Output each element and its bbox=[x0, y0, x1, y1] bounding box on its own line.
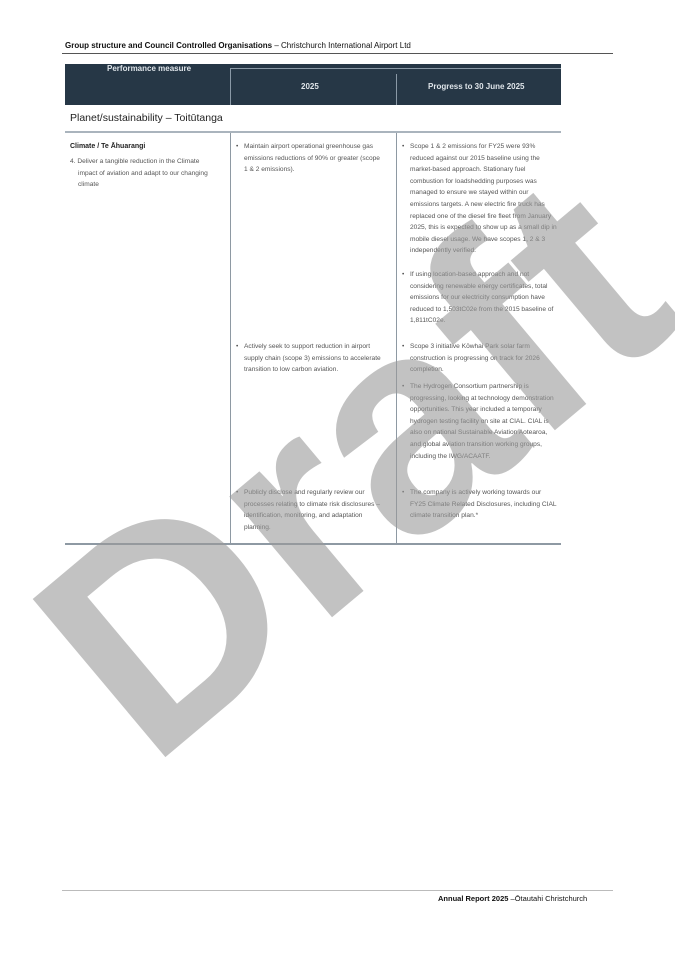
section-rule bbox=[65, 131, 561, 133]
col-header-progress: Progress to 30 June 2025 bbox=[428, 82, 525, 91]
table-header: Performance measure 2025 Progress to 30 … bbox=[65, 64, 561, 105]
header-divider bbox=[230, 68, 231, 105]
section-title: Planet/sustainability – Toitūtanga bbox=[70, 112, 223, 124]
target-item: Publicly disclose and regularly review o… bbox=[236, 487, 384, 533]
column-divider bbox=[396, 133, 397, 543]
target-item: Maintain airport operational greenhouse … bbox=[236, 141, 384, 176]
progress-item: The company is actively working towards … bbox=[402, 487, 558, 522]
col-header-measure: Performance measure bbox=[107, 64, 192, 73]
header-rule bbox=[62, 53, 613, 54]
running-header: Group structure and Council Controlled O… bbox=[65, 41, 411, 50]
header-bold: Group structure and Council Controlled O… bbox=[65, 41, 273, 50]
column-divider bbox=[230, 133, 231, 543]
subsection-title: Climate / Te Āhuarangi bbox=[70, 143, 146, 150]
running-footer: Annual Report 2025 –Ōtautahi Christchurc… bbox=[438, 894, 587, 903]
watermark-text: Draft bbox=[0, 112, 675, 819]
progress-item: The Hydrogen Consortium partnership is p… bbox=[402, 381, 558, 462]
header-rest: – Christchurch International Airport Ltd bbox=[272, 41, 411, 50]
target-item: Actively seek to support reduction in ai… bbox=[236, 341, 384, 376]
progress-item: If using location-based approach and not… bbox=[402, 269, 558, 327]
table-bottom-rule bbox=[65, 543, 561, 545]
header-divider bbox=[396, 74, 397, 105]
progress-item: Scope 1 & 2 emissions for FY25 were 93% … bbox=[402, 141, 558, 257]
footer-bold: Annual Report 2025 bbox=[438, 894, 509, 903]
col-header-2025: 2025 bbox=[301, 82, 319, 91]
measure-text: 4. Deliver a tangible reduction in the C… bbox=[70, 158, 208, 189]
footer-rule bbox=[62, 890, 613, 891]
progress-item: Scope 3 initiative Kōwhai Park solar far… bbox=[402, 341, 540, 376]
footer-rest: –Ōtautahi Christchurch bbox=[508, 894, 588, 903]
header-divider bbox=[230, 68, 561, 69]
